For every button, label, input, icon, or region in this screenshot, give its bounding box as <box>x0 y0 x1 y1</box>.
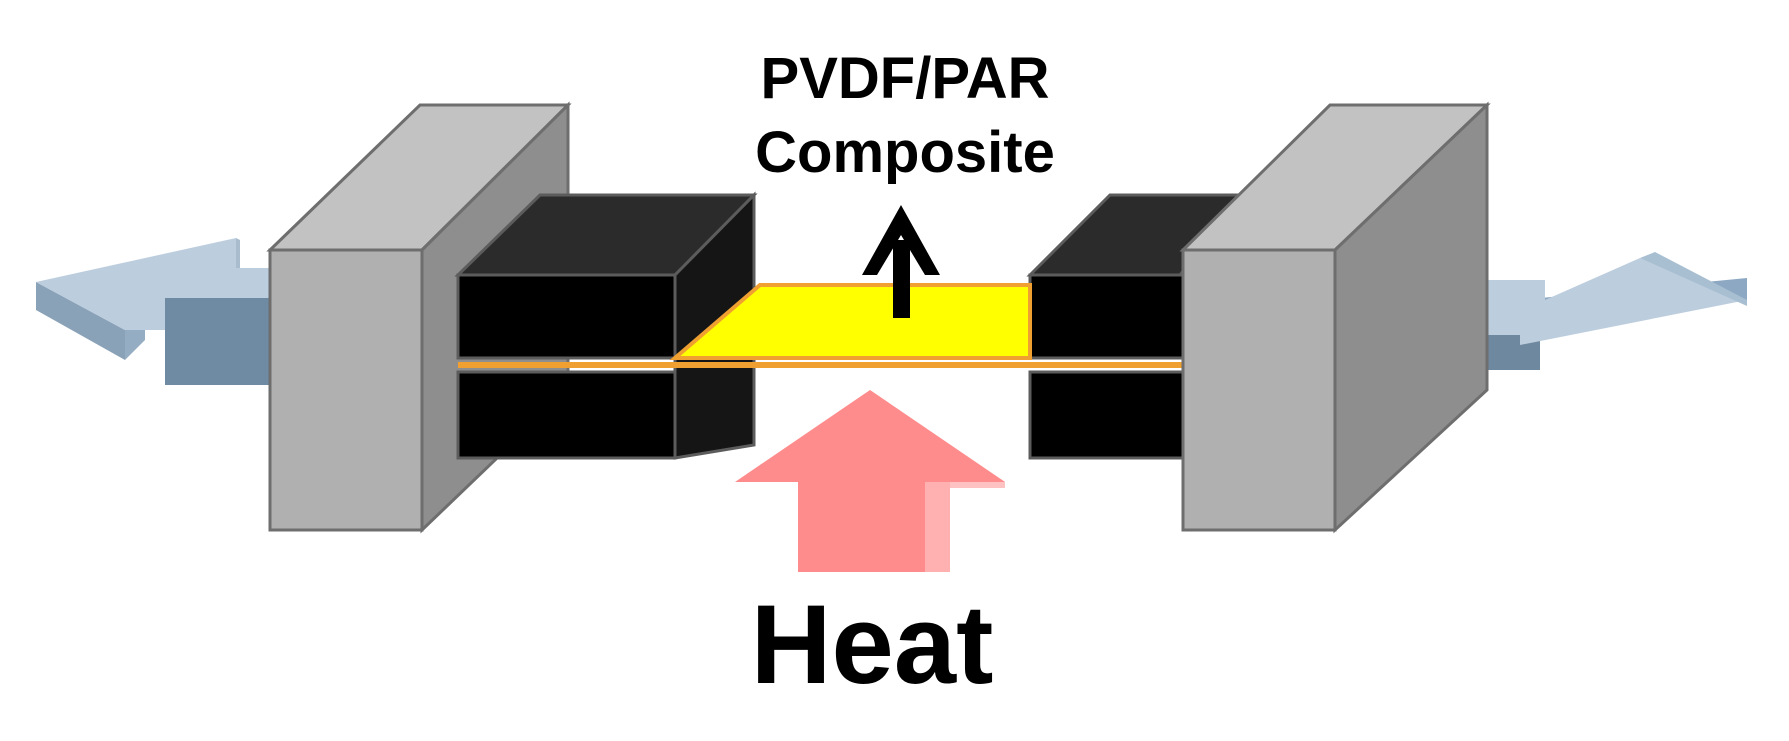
composite-pointer-arrow-icon <box>862 205 940 318</box>
heat-label: Heat <box>751 582 994 707</box>
composite-film <box>458 283 1185 368</box>
stretch-arrow-left-icon <box>36 238 270 385</box>
composite-label-line1: PVDF/PAR <box>761 46 1050 111</box>
right-holder <box>1179 101 1491 534</box>
composite-label-line2: Composite <box>755 120 1055 185</box>
heat-arrow-icon <box>735 390 1005 572</box>
